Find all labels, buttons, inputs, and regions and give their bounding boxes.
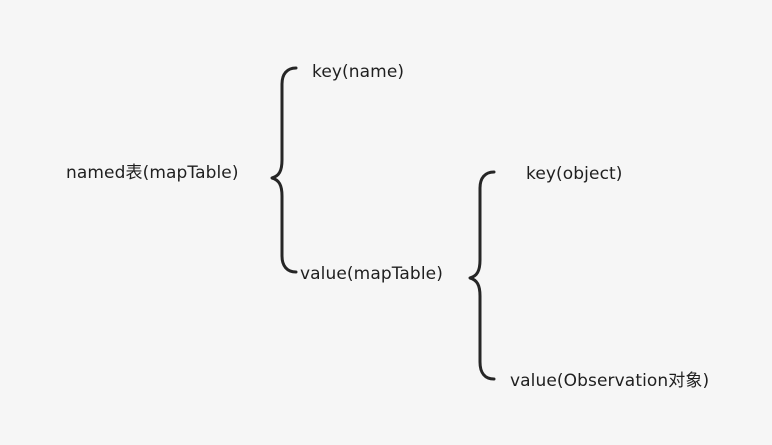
node-value-maptable: value(mapTable)	[300, 264, 443, 284]
node-key-name: key(name)	[312, 62, 405, 82]
brace-value-maptable	[468, 170, 496, 381]
node-value-observation: value(Observation对象)	[510, 371, 710, 391]
node-key-object: key(object)	[526, 164, 623, 184]
brace-root	[270, 66, 298, 274]
node-named-table: named表(mapTable)	[66, 163, 239, 183]
